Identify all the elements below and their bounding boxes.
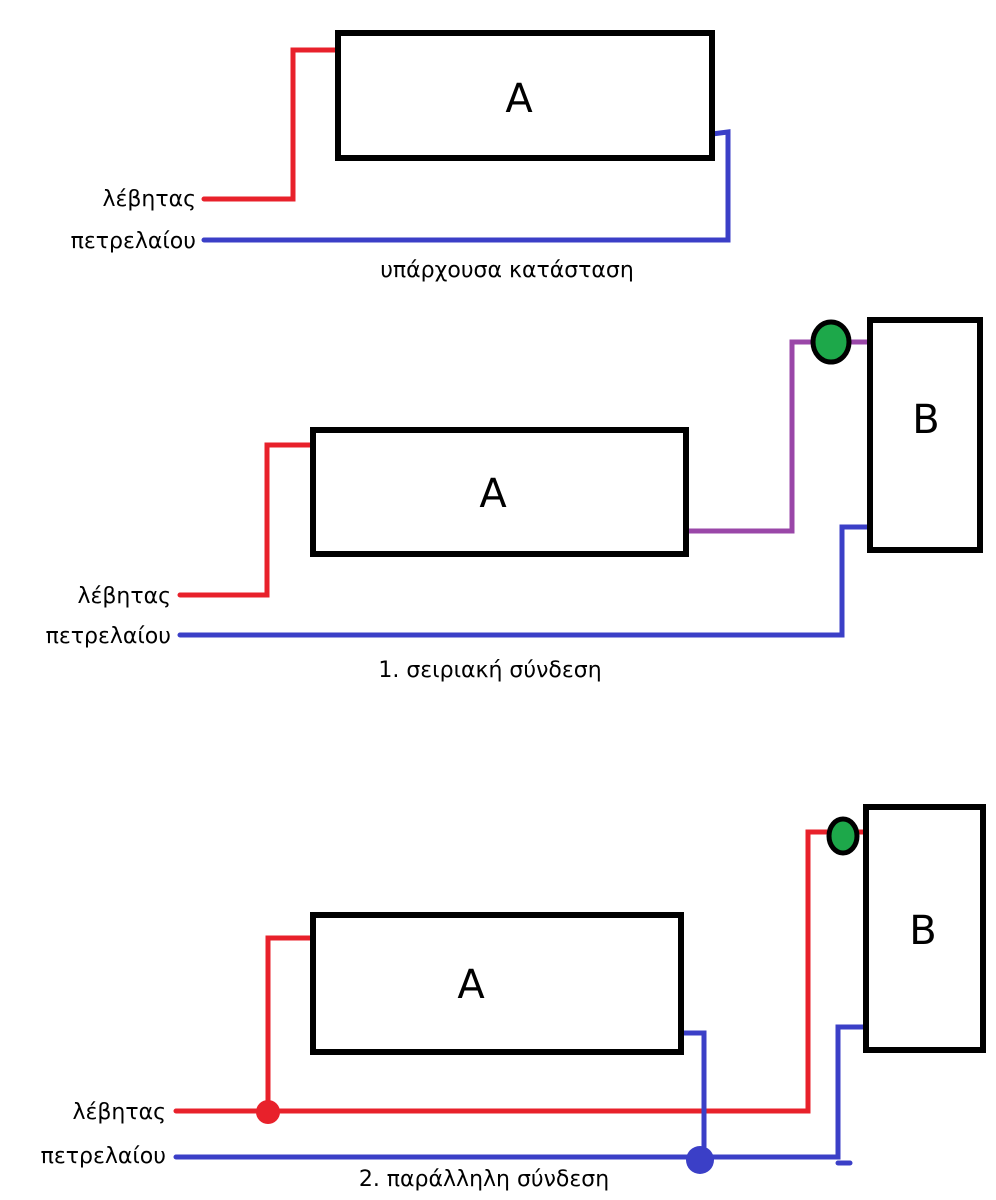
return-pipe [173,1024,869,1160]
return-label: πετρελαίου [46,624,171,649]
radiator-a-label: A [479,471,507,517]
series-link-pipe [683,339,815,534]
diagram-existing-state: A λέβητας πετρελαίου υπάρχουσα κατάσταση [71,30,731,283]
supply-label: λέβητας [102,187,196,212]
return-label: πετρελαίου [71,229,196,254]
return-pipe [177,524,873,638]
return-label: πετρελαίου [41,1144,166,1169]
supply-pipe [173,829,831,1114]
radiator-b-box [867,317,983,553]
radiator-a-label: A [457,962,485,1008]
valve-icon [826,816,860,856]
caption: 1. σειριακή σύνδεση [378,658,601,683]
diagram-series-connection: A B λέβητας πετρελαίου 1. σειριακή σύνδε… [46,317,983,683]
return-junction-icon [686,1146,714,1174]
valve-icon [810,319,852,365]
supply-branch-a-pipe [265,935,316,1114]
diagram-parallel-connection: A B λέβητας πετρελαίου 2. παράλληλη σύνδ… [41,804,986,1192]
supply-label: λέβητας [77,584,171,609]
supply-junction-icon [256,1100,280,1124]
supply-label: λέβητας [72,1100,166,1125]
radiator-a-box [310,912,684,1055]
supply-pipe [201,47,341,202]
radiator-b-box [863,804,986,1053]
return-branch-a-pipe [678,1030,707,1163]
radiator-a-label: A [505,76,533,122]
return-pipe [201,129,731,243]
radiator-b-label: B [912,397,939,443]
supply-pipe [177,442,316,598]
caption: υπάρχουσα κατάσταση [380,258,634,283]
caption: 2. παράλληλη σύνδεση [359,1167,609,1192]
radiator-a-box [310,427,689,557]
radiator-a-box [335,30,715,161]
radiator-b-label: B [909,908,936,954]
